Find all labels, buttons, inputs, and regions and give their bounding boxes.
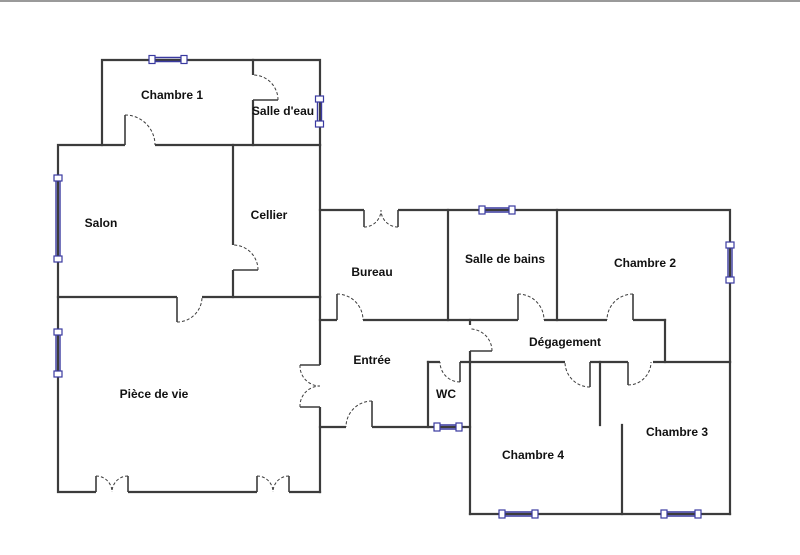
gap-piece-south-2 [257,488,289,496]
window-chambre2 [725,241,735,284]
door-piece-south2-arc-2 [272,475,290,493]
wall-salon-outer [56,143,322,494]
window-piece-de-vie [53,328,63,378]
room-label-salle-de-bains: Salle de bains [465,252,545,266]
door-piece-east-arc-1 [299,364,321,387]
door-degagement-arc [469,328,493,352]
door-gaps [96,75,653,496]
room-label-salon: Salon [85,216,118,230]
door-chambre3-arc [627,361,652,386]
gap-degagement [466,325,474,351]
window-wc [433,422,463,432]
door-sdb-arc [517,293,545,321]
gap-salledeau [249,75,257,100]
room-label-chambre-3: Chambre 3 [646,425,708,439]
room-label-chambre-2: Chambre 2 [614,256,676,270]
room-label-bureau: Bureau [351,265,392,279]
windows [53,54,735,519]
room-label-piece-de-vie: Pièce de vie [120,387,189,401]
window-chambre4 [498,509,539,519]
door-bureau-arc [336,293,364,321]
gap-chambre1 [125,141,155,149]
top-border-line [0,0,800,2]
wall-east-wing-top [318,208,732,364]
door-entree-arc [345,400,373,428]
door-bureau-top-arc-2 [380,209,399,228]
window-salle-de-bains [478,205,516,215]
gap-chambre3 [628,358,653,366]
room-label-wc: WC [436,387,456,401]
gap-chambre4 [565,358,590,366]
door-chambre1-arc [124,114,156,146]
room-label-chambre-1: Chambre 1 [141,88,203,102]
door-chambre2-arc [606,293,634,321]
door-piece-east-arc-2 [299,385,321,408]
gap-salon [177,293,202,301]
room-label-cellier: Cellier [251,208,288,222]
wall-chambre-1-block [100,58,322,147]
room-label-chambre-4: Chambre 4 [502,448,564,462]
gap-piece-south-1 [96,488,128,496]
room-label-degagement: Dégagement [529,335,601,349]
window-salon [53,174,63,263]
gap-bureau [337,316,363,324]
gap-wc [440,358,460,366]
door-piece-south1-arc-2 [111,475,129,493]
gap-chambre2 [607,316,633,324]
window-salledeau [314,95,325,128]
room-label-salle-d-eau: Salle d'eau [252,104,314,118]
window-chambre1 [148,54,188,65]
room-label-entree: Entrée [353,353,391,367]
gap-sdb [518,316,544,324]
walls [56,58,732,516]
door-bureau-top-arc-1 [363,209,382,228]
gap-entree [346,423,372,431]
door-wc-arc [439,361,461,383]
gap-cellier [229,245,237,270]
doors [95,74,652,493]
window-chambre3 [660,509,702,519]
room-labels: Chambre 1 Salle d'eau Salon Cellier Pièc… [85,88,709,462]
